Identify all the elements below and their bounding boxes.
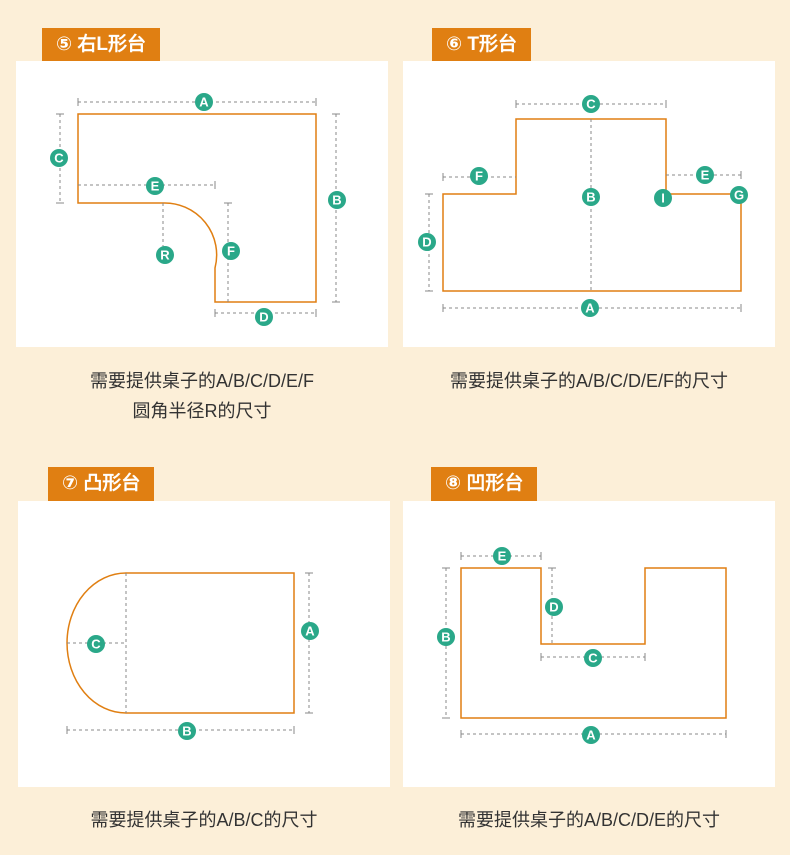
svg-text:D: D xyxy=(259,310,268,325)
concave-outline xyxy=(460,567,727,719)
caption-concave: 需要提供桌子的A/B/C/D/E的尺寸 xyxy=(403,805,775,835)
t-outline xyxy=(442,118,742,292)
svg-text:E: E xyxy=(701,168,710,183)
svg-text:B: B xyxy=(182,724,191,739)
label-i-badge: I xyxy=(654,189,672,207)
svg-text:F: F xyxy=(475,169,483,184)
caption-line: 需要提供桌子的A/B/C/D/E/F的尺寸 xyxy=(449,371,728,391)
label-a-badge: A xyxy=(301,622,319,640)
label-r-badge: R xyxy=(156,246,174,264)
label-d-badge: D xyxy=(545,598,563,616)
convex-outline xyxy=(66,572,295,714)
right-l-outline xyxy=(77,113,317,303)
svg-text:A: A xyxy=(586,728,596,743)
caption-line: 需要提供桌子的A/B/C/D/E/F xyxy=(89,371,314,391)
panel-tag-convex: ⑦ 凸形台 xyxy=(48,467,155,501)
caption-line: 需要提供桌子的A/B/C的尺寸 xyxy=(90,810,318,830)
label-a-badge: A xyxy=(582,726,600,744)
svg-text:B: B xyxy=(586,190,595,205)
svg-text:B: B xyxy=(441,630,450,645)
diagram-card-concave: E D C B A xyxy=(403,501,775,787)
panel-tag-right-l: ⑤ 右L形台 xyxy=(42,28,160,62)
caption-line: 需要提供桌子的A/B/C/D/E的尺寸 xyxy=(457,810,721,830)
diagram-card-right-l: A B C E R F D xyxy=(16,61,388,347)
svg-text:F: F xyxy=(227,244,235,259)
svg-text:R: R xyxy=(160,248,170,263)
svg-text:C: C xyxy=(54,151,64,166)
caption-right-l: 需要提供桌子的A/B/C/D/E/F 圆角半径R的尺寸 xyxy=(16,366,388,426)
svg-text:A: A xyxy=(585,301,595,316)
label-d-badge: D xyxy=(418,233,436,251)
svg-text:I: I xyxy=(661,191,665,206)
svg-text:A: A xyxy=(305,624,315,639)
caption-t: 需要提供桌子的A/B/C/D/E/F的尺寸 xyxy=(403,366,775,396)
label-e-badge: E xyxy=(696,166,714,184)
t-diagram: C F B E I G D A xyxy=(418,95,748,317)
label-b-badge: B xyxy=(582,188,600,206)
label-b-badge: B xyxy=(328,191,346,209)
label-a-badge: A xyxy=(581,299,599,317)
label-f-badge: F xyxy=(222,242,240,260)
convex-diagram: C A B xyxy=(66,572,319,740)
label-e-badge: E xyxy=(493,547,511,565)
label-c-badge: C xyxy=(87,635,105,653)
panel-tag-concave: ⑧ 凹形台 xyxy=(431,467,538,501)
svg-text:E: E xyxy=(151,179,160,194)
svg-text:C: C xyxy=(586,97,596,112)
svg-text:G: G xyxy=(734,188,744,203)
svg-text:C: C xyxy=(91,637,101,652)
label-b-badge: B xyxy=(178,722,196,740)
label-c-badge: C xyxy=(50,149,68,167)
label-e-badge: E xyxy=(146,177,164,195)
caption-convex: 需要提供桌子的A/B/C的尺寸 xyxy=(18,805,390,835)
svg-text:C: C xyxy=(588,651,598,666)
label-b-badge: B xyxy=(437,628,455,646)
label-d-badge: D xyxy=(255,308,273,326)
caption-line: 圆角半径R的尺寸 xyxy=(132,401,272,421)
diagram-card-t: C F B E I G D A xyxy=(403,61,775,347)
label-c-badge: C xyxy=(582,95,600,113)
svg-text:E: E xyxy=(498,549,507,564)
concave-diagram: E D C B A xyxy=(437,547,727,744)
svg-text:D: D xyxy=(422,235,431,250)
svg-text:B: B xyxy=(332,193,341,208)
label-a-badge: A xyxy=(195,93,213,111)
label-f-badge: F xyxy=(470,167,488,185)
svg-text:A: A xyxy=(199,95,209,110)
right-l-diagram: A B C E R F D xyxy=(50,93,346,326)
diagram-card-convex: C A B xyxy=(18,501,390,787)
label-g-badge: G xyxy=(730,186,748,204)
label-c-badge: C xyxy=(584,649,602,667)
svg-text:D: D xyxy=(549,600,558,615)
panel-tag-t: ⑥ T形台 xyxy=(432,28,531,62)
